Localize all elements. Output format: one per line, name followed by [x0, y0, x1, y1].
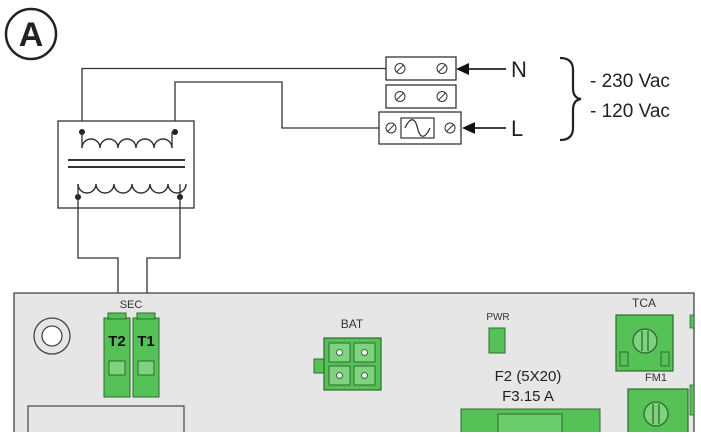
mains-terminal-block [378, 56, 462, 145]
brace [559, 56, 582, 142]
fuse-size-label: F2 (5X20) [495, 368, 562, 385]
bat-label: BAT [341, 317, 364, 331]
fm1-label: FM1 [645, 372, 667, 384]
t2-label: T2 [108, 333, 126, 350]
mains-inputs: N L - 230 Vac - 120 Vac [456, 56, 670, 142]
figure-label-text: A [19, 16, 44, 54]
tca-label: TCA [632, 296, 656, 310]
pwr-led [488, 327, 506, 354]
line-label: L [511, 116, 523, 141]
fm1-trimmer [627, 388, 689, 437]
control-board: SEC T2 T1 BAT PWR F2 [13, 292, 695, 437]
pwr-label: PWR [486, 312, 509, 323]
tca-trimmer [615, 314, 674, 372]
primary-coil [81, 138, 173, 149]
fuse-rating-label: F3.15 A [502, 388, 554, 405]
fuse-icon [404, 119, 431, 137]
arrow-left-icon [456, 63, 469, 75]
primary-wires [81, 67, 386, 131]
voltage-120: - 120 Vac [590, 101, 670, 122]
voltage-230: - 230 Vac [590, 71, 670, 92]
t1-label: T1 [137, 333, 155, 350]
sec-connector: T2 T1 [103, 312, 160, 398]
bat-connector [313, 337, 382, 391]
arrow-left-icon [462, 122, 475, 134]
secondary-wires [77, 197, 181, 318]
transformer [57, 120, 195, 209]
sec-label: SEC [120, 299, 143, 311]
figure-label: A [4, 7, 58, 61]
neutral-label: N [511, 57, 527, 82]
fuse-holder [460, 408, 601, 437]
secondary-coil [77, 183, 187, 194]
